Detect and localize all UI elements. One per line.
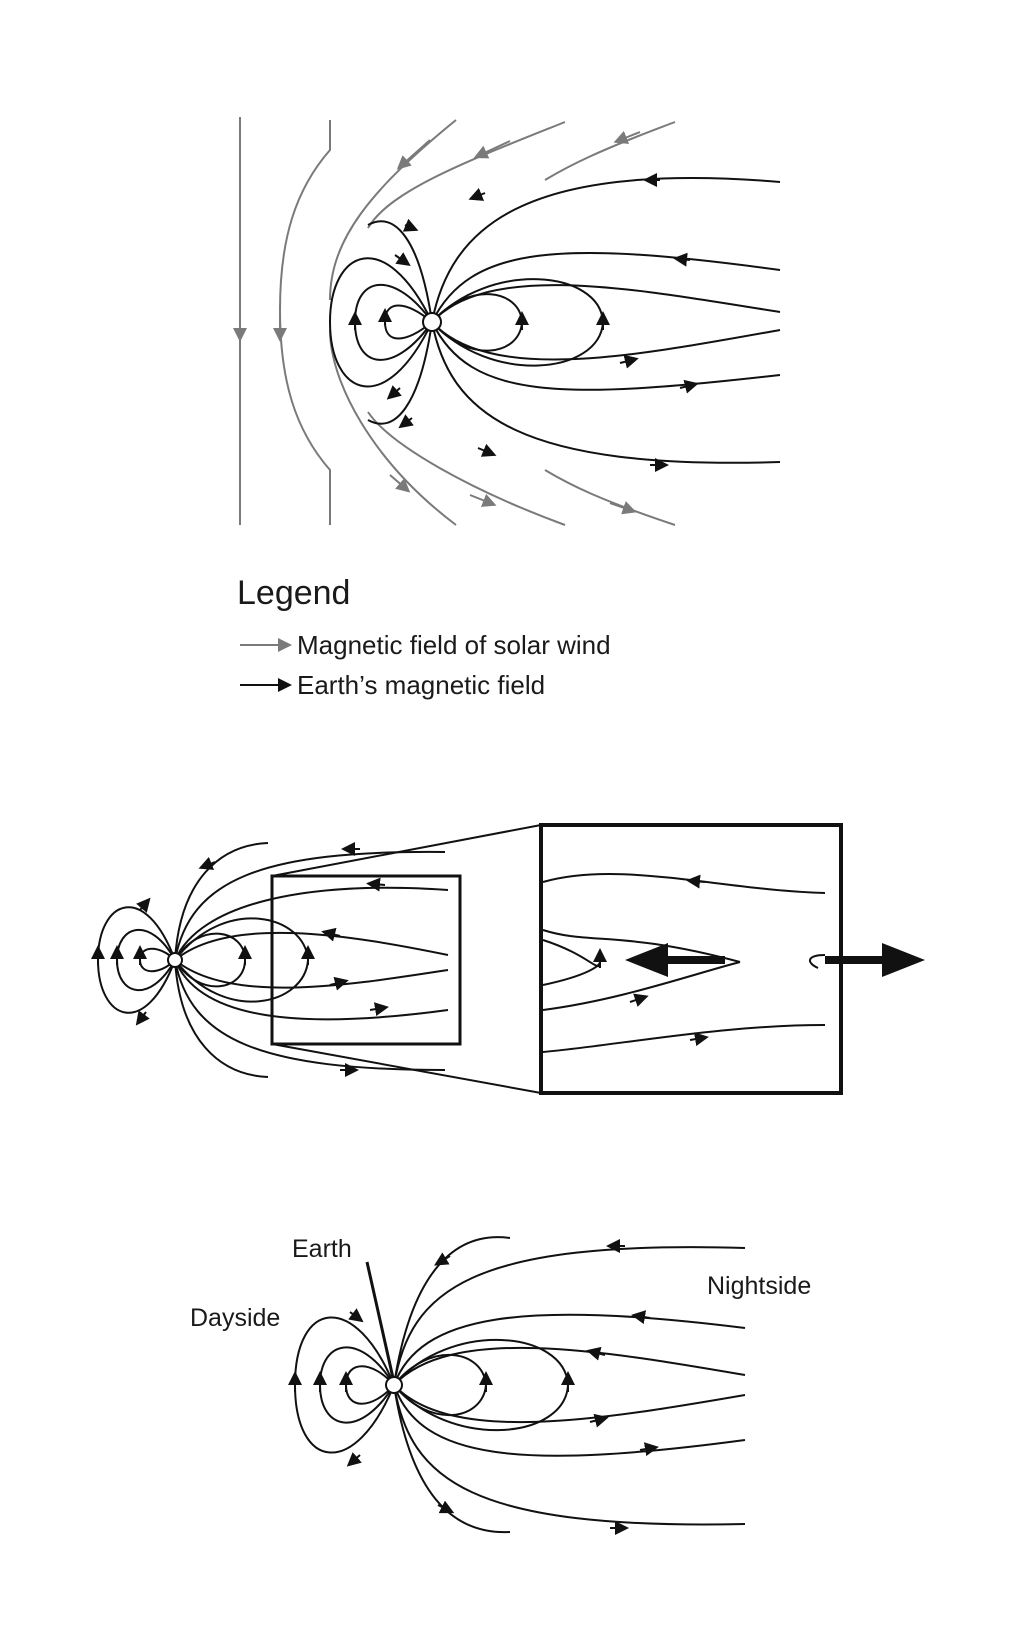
legend-item-solar-wind: Magnetic field of solar wind [297, 630, 611, 660]
solar-wind-arrow-5 [613, 130, 641, 144]
zoom-line-bottom-2 [542, 961, 741, 1011]
solar-wind-line-3-bottom [329, 329, 457, 526]
earth-circle-2 [167, 952, 183, 968]
earth-pointer-line [365, 1261, 395, 1379]
tailward-arrow-head-icon [882, 943, 925, 977]
zoom-connector-bottom [271, 1043, 542, 1094]
legend-title: Legend [237, 574, 350, 612]
p2-tail-top-0 [174, 842, 269, 961]
p3-night-loop-2 [393, 1338, 570, 1432]
panel-solar-wind-magnetosphere [233, 117, 781, 526]
dayside-label: Dayside [190, 1304, 280, 1332]
nightside-label: Nightside [707, 1272, 811, 1300]
earth-field-lines-panel-2 [91, 842, 449, 1078]
zoom-line-top-1 [542, 873, 826, 894]
p2-tail-top-1 [174, 850, 446, 961]
zoom-reconnect-hook [809, 954, 826, 969]
p2-night-loop-2 [174, 917, 310, 1003]
earth-circle-1 [422, 312, 442, 332]
zoom-connector-top [271, 824, 542, 877]
p2-tail-bottom-3 [174, 959, 449, 989]
zoom-detail-field-lines [542, 873, 826, 1053]
zoom-source-box [270, 874, 462, 1046]
tail-line-top-1 [431, 176, 781, 323]
p3-tail-top-2 [393, 1313, 746, 1386]
solar-wind-line-4-top [367, 121, 566, 229]
p3-tail-bottom-0 [393, 1384, 511, 1534]
p3-tail-top-3 [393, 1346, 746, 1386]
p3-tail-bottom-1 [393, 1384, 746, 1526]
solar-wind-field-lines [233, 117, 676, 526]
earth-field-lines-panel-1 [328, 173, 781, 472]
solar-wind-arrow-6 [389, 474, 411, 493]
zoom-line-top-2 [542, 929, 741, 963]
p3-tail-top-0 [393, 1236, 511, 1386]
solar-wind-arrow-7 [469, 493, 497, 507]
plasma-flow-arrows [625, 943, 925, 977]
earth-circle-3 [385, 1376, 403, 1394]
earthward-arrow-head-icon [625, 943, 668, 977]
p3-day-loop-2 [318, 1346, 395, 1424]
day-loop-2 [353, 283, 433, 361]
day-cusp-top [367, 220, 433, 323]
p3-tail-bottom-3 [393, 1384, 746, 1424]
panel-magnetotail-zoom [91, 823, 925, 1095]
earth-label: Earth [292, 1235, 352, 1263]
p2-tail-top-3 [174, 931, 449, 961]
zoom-line-loop-bottom [542, 961, 601, 986]
tail-line-top-3 [431, 284, 781, 323]
zoom-line-loop-top [542, 939, 601, 968]
solar-wind-line-4-bottom [367, 411, 566, 526]
tail-line-bottom-2 [431, 321, 781, 391]
p3-tail-top-1 [393, 1246, 746, 1386]
solar-wind-line-5-bottom [544, 469, 676, 526]
legend-item-earth-field: Earth’s magnetic field [297, 670, 545, 700]
p3-tail-bottom-2 [393, 1384, 746, 1457]
p3-day-loop-3 [293, 1316, 395, 1454]
earth-field-lines-panel-3 [288, 1236, 746, 1535]
p3-night-loop-1 [393, 1353, 488, 1417]
solar-wind-arrow-4 [473, 140, 511, 159]
p2-day-loop-3 [96, 906, 176, 1014]
day-loop-3 [328, 257, 433, 388]
tail-line-bottom-1 [431, 321, 781, 464]
tail-line-bottom-3 [431, 321, 781, 361]
p2-tail-bottom-0 [174, 959, 269, 1078]
p2-tail-bottom-1 [174, 959, 446, 1071]
zoom-line-bottom-1 [542, 1024, 826, 1053]
day-cusp-bottom [367, 321, 433, 425]
solar-wind-line-5-top [544, 121, 676, 181]
panel-dayside-nightside: Earth Dayside Nightside [190, 1235, 811, 1535]
night-loop-2 [431, 278, 605, 367]
legend: Legend Magnetic field of solar wind Eart… [237, 574, 611, 700]
p2-tail-bottom-2 [174, 959, 449, 1021]
solar-wind-arrow-3 [396, 139, 431, 170]
solar-wind-line-3-top [329, 119, 457, 301]
solar-wind-arrow-8 [609, 501, 637, 515]
p2-tail-top-2 [174, 886, 449, 961]
tail-line-top-2 [431, 251, 781, 323]
solar-wind-line-2 [278, 120, 331, 525]
